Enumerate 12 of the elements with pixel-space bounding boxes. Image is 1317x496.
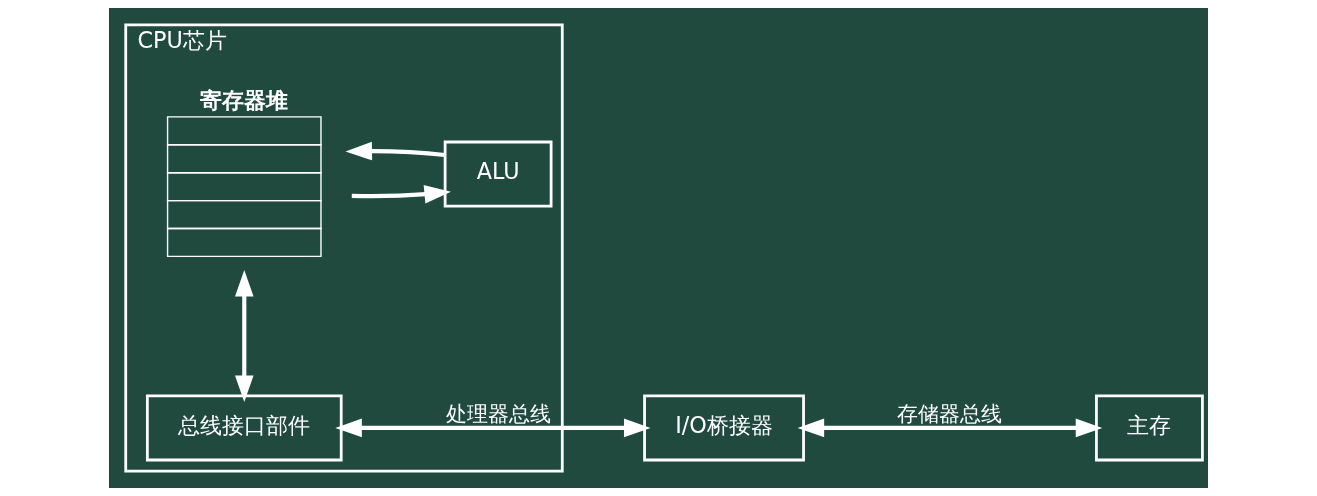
arrow — [335, 418, 651, 438]
arrow — [797, 418, 1103, 438]
node-box: ALU — [443, 140, 553, 208]
arrow — [345, 141, 445, 161]
node-box: I/O桥接器 — [643, 394, 805, 462]
arrow — [351, 184, 451, 204]
edge-label: 处理器总线 — [445, 401, 551, 426]
arrow — [235, 269, 254, 402]
node-box: 总线接口部件 — [145, 394, 343, 462]
node-label: 寄存器堆 — [199, 87, 288, 114]
node-box: 主存 — [1095, 394, 1204, 462]
edge-label: 存储器总线 — [897, 401, 1003, 426]
